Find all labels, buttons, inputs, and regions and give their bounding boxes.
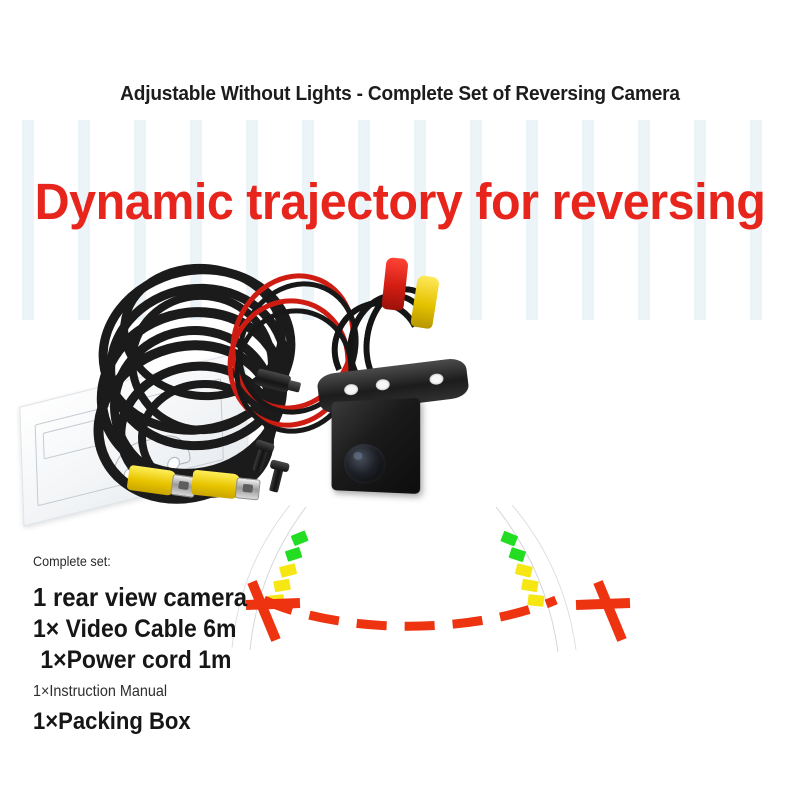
rear-view-camera-module xyxy=(316,256,498,508)
camera-lens xyxy=(344,443,386,485)
right-red-end-marker xyxy=(575,580,631,642)
complete-set-label: Complete set: xyxy=(33,553,111,569)
list-item: 1×Power cord 1m xyxy=(40,645,232,674)
page-title: Adjustable Without Lights - Complete Set… xyxy=(120,82,680,105)
camera-housing xyxy=(331,397,421,495)
promo-headline: Dynamic trajectory for reversing xyxy=(34,173,766,230)
list-item: 1 rear view camera xyxy=(33,581,248,612)
complete-set-list: Complete set: 1 rear view camera 1× Vide… xyxy=(33,552,333,736)
yellow-rca-connector-right xyxy=(190,469,261,501)
list-item: 1× Video Cable 6m xyxy=(33,614,237,643)
product-photo xyxy=(0,247,800,550)
list-item: 1×Instruction Manual xyxy=(33,682,168,700)
list-item: 1×Packing Box xyxy=(33,707,191,735)
